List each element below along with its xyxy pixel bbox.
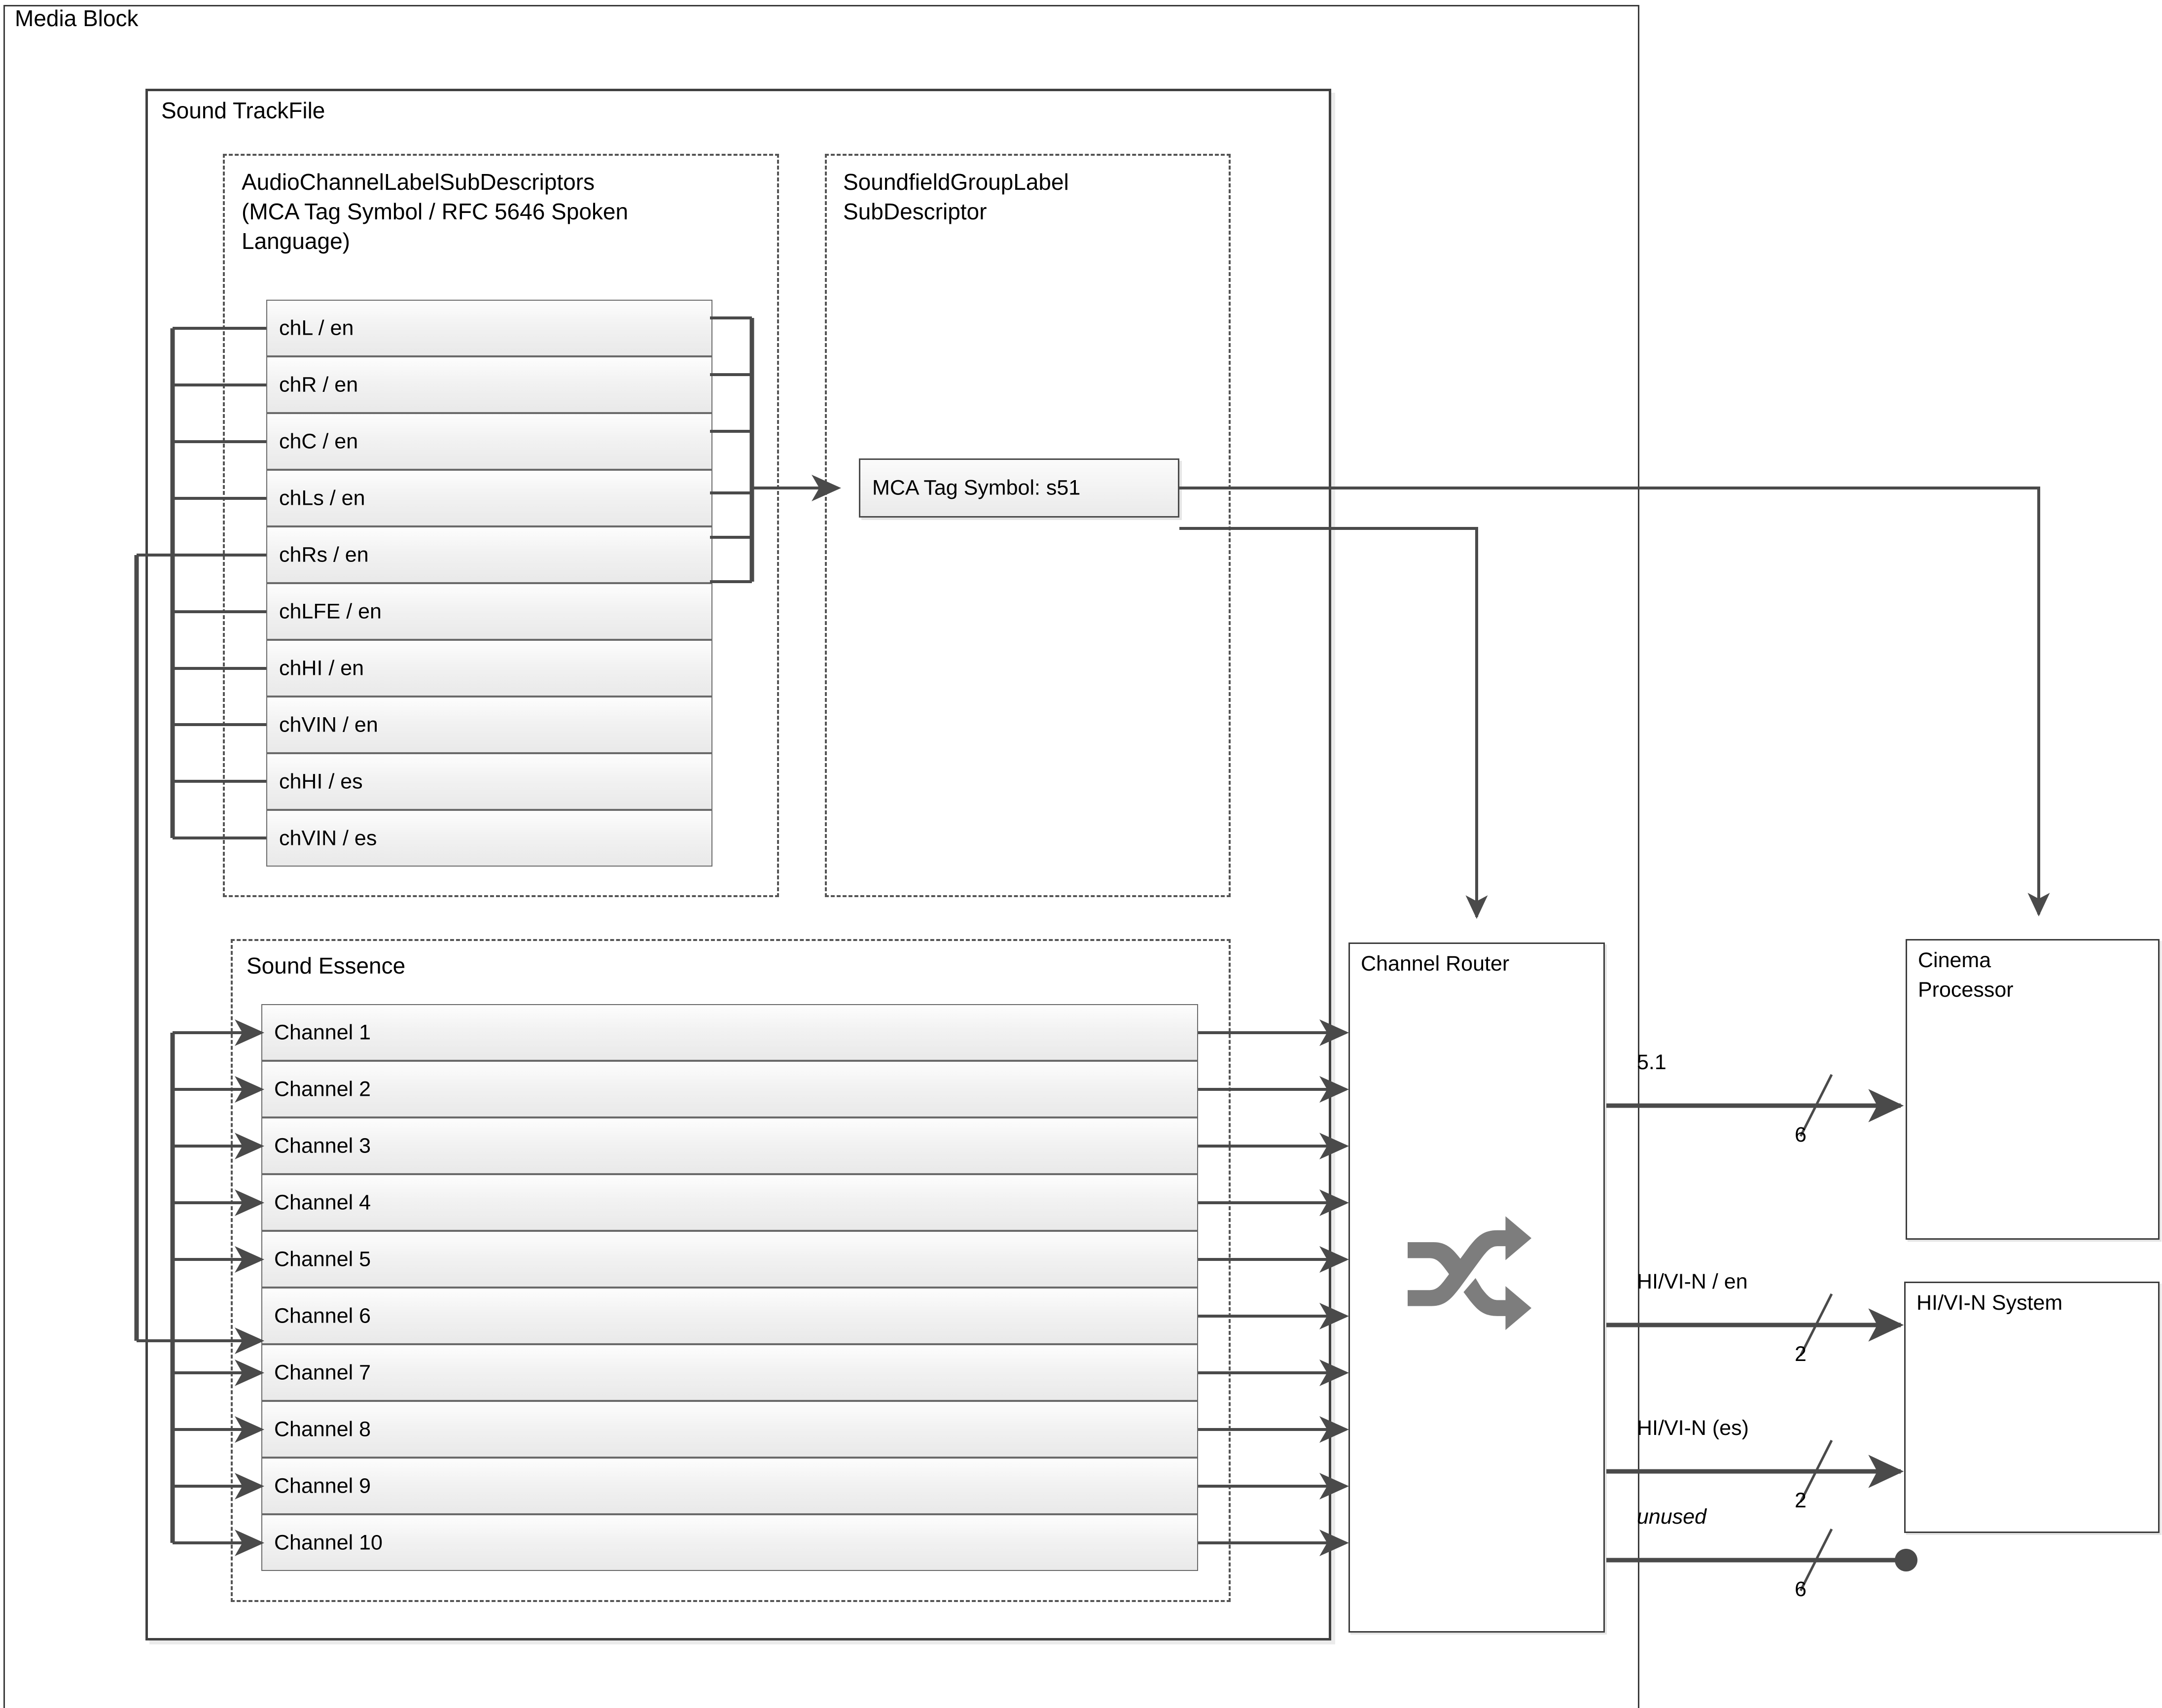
channel-router-title: Channel Router xyxy=(1361,952,1510,976)
acl-row-label: chL / en xyxy=(279,316,354,340)
acl-subdescriptors-title-line3: Language) xyxy=(242,228,350,254)
output-label-5-1: 5.1 xyxy=(1637,1050,1666,1074)
sound-essence-row-label: Channel 2 xyxy=(274,1077,371,1101)
sound-essence-row-label: Channel 6 xyxy=(274,1304,371,1327)
output-wire-hivin-en xyxy=(1606,1293,1904,1357)
mca-to-channel-router-wire xyxy=(1179,527,1488,919)
acl-subdescriptors-title-line1: AudioChannelLabelSubDescriptors xyxy=(242,169,595,195)
mca-tag-symbol-label: MCA Tag Symbol: s51 xyxy=(872,476,1081,500)
sound-trackfile-container xyxy=(145,89,1331,1640)
acl-row-label: chHI / en xyxy=(279,656,364,680)
output-wire-hivin-es xyxy=(1606,1439,1904,1503)
output-label-hivin-es: HI/VI-N (es) xyxy=(1637,1416,1749,1440)
sound-essence-row[interactable]: Channel 6 xyxy=(261,1288,1198,1344)
acl-row-label: chC / en xyxy=(279,429,358,453)
acl-row[interactable]: chHI / en xyxy=(266,640,712,697)
mca-to-cinema-processor-wire xyxy=(1179,487,2050,917)
acl-row-label: chVIN / en xyxy=(279,713,378,736)
sound-trackfile-title: Sound TrackFile xyxy=(161,98,325,123)
sound-essence-row[interactable]: Channel 1 xyxy=(261,1004,1198,1061)
sound-essence-row-label: Channel 10 xyxy=(274,1531,383,1554)
acl-row[interactable]: chLs / en xyxy=(266,470,712,526)
acl-row[interactable]: chR / en xyxy=(266,356,712,413)
sound-essence-row-label: Channel 8 xyxy=(274,1417,371,1441)
shuffle-icon xyxy=(1408,1216,1532,1330)
acl-subdescriptors-title-line2: (MCA Tag Symbol / RFC 5646 Spoken xyxy=(242,199,629,224)
acl-row-label: chR / en xyxy=(279,373,358,396)
sound-essence-row[interactable]: Channel 10 xyxy=(261,1514,1198,1571)
acl-row[interactable]: chRs / en xyxy=(266,526,712,583)
sound-essence-row-label: Channel 5 xyxy=(274,1247,371,1271)
sound-essence-container xyxy=(231,939,1231,1602)
acl-subdescriptors-container xyxy=(223,154,779,897)
acl-row[interactable]: chVIN / es xyxy=(266,810,712,867)
output-count-hivin-en: 2 xyxy=(1795,1342,1807,1366)
acl-row-label: chHI / es xyxy=(279,769,363,793)
essence-left-bracket xyxy=(170,1019,264,1556)
sound-essence-row-label: Channel 7 xyxy=(274,1360,371,1384)
acl-row[interactable]: chHI / es xyxy=(266,753,712,810)
acl-row[interactable]: chC / en xyxy=(266,413,712,470)
sound-essence-row-label: Channel 4 xyxy=(274,1190,371,1214)
acl-right-bracket xyxy=(710,316,841,583)
sound-essence-row-label: Channel 1 xyxy=(274,1020,371,1044)
sound-essence-row[interactable]: Channel 3 xyxy=(261,1117,1198,1174)
hivin-system-box[interactable]: HI/VI-N System xyxy=(1904,1282,2160,1533)
output-count-5-1: 6 xyxy=(1795,1123,1807,1147)
output-label-unused: unused xyxy=(1637,1505,1707,1529)
output-count-hivin-es: 2 xyxy=(1795,1489,1807,1512)
output-wire-5-1 xyxy=(1606,1074,1904,1137)
acl-row-label: chLFE / en xyxy=(279,599,382,623)
cinema-processor-title-line2: Processor xyxy=(1918,978,2014,1002)
channel-router-box[interactable]: Channel Router xyxy=(1348,942,1605,1633)
media-block-title: Media Block xyxy=(15,5,139,31)
sfg-subdescriptor-title-line1: SoundfieldGroupLabel xyxy=(843,169,1069,195)
acl-row[interactable]: chVIN / en xyxy=(266,697,712,753)
acl-row-label: chVIN / es xyxy=(279,826,377,850)
acl-row-label: chRs / en xyxy=(279,543,369,566)
sound-essence-title: Sound Essence xyxy=(247,953,406,978)
sfg-subdescriptor-container xyxy=(825,154,1231,897)
sfg-subdescriptor-title-line2: SubDescriptor xyxy=(843,199,987,224)
sound-essence-row[interactable]: Channel 9 xyxy=(261,1458,1198,1514)
cinema-processor-title-line1: Cinema xyxy=(1918,948,1991,972)
sound-essence-row[interactable]: Channel 5 xyxy=(261,1231,1198,1288)
mca-tag-symbol-box[interactable]: MCA Tag Symbol: s51 xyxy=(859,458,1179,518)
sound-essence-row[interactable]: Channel 2 xyxy=(261,1061,1198,1117)
hivin-system-title: HI/VI-N System xyxy=(1916,1291,2063,1315)
essence-to-router-wires xyxy=(1198,1019,1349,1556)
acl-row[interactable]: chL / en xyxy=(266,300,712,356)
sound-essence-row[interactable]: Channel 8 xyxy=(261,1401,1198,1458)
cinema-processor-box[interactable]: Cinema Processor xyxy=(1906,939,2160,1240)
media-block-container xyxy=(3,5,1639,1708)
sound-essence-row-label: Channel 9 xyxy=(274,1474,371,1498)
sound-essence-row-label: Channel 3 xyxy=(274,1134,371,1157)
sound-essence-row[interactable]: Channel 4 xyxy=(261,1174,1198,1231)
acl-row[interactable]: chLFE / en xyxy=(266,583,712,640)
acl-row-label: chLs / en xyxy=(279,486,365,510)
output-wire-unused xyxy=(1606,1528,1917,1592)
acl-left-bracket xyxy=(170,327,266,839)
output-label-hivin-en: HI/VI-N / en xyxy=(1637,1270,1748,1293)
acl-to-essence-spine xyxy=(134,554,173,1342)
output-count-unused: 6 xyxy=(1795,1577,1807,1601)
